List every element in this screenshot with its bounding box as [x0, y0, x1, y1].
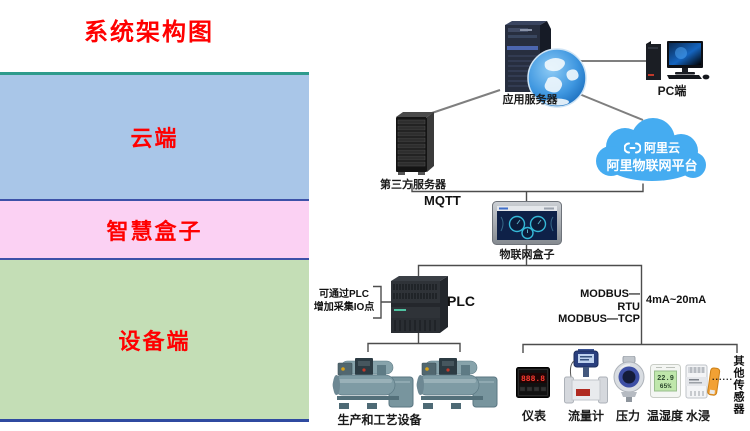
flow-meter-icon — [564, 349, 608, 404]
layer-band-smartbox: 智慧盒子 — [0, 201, 309, 260]
app-server-label: 应用服务器 — [502, 94, 558, 106]
sensor-label-pressure: 压力 — [615, 409, 640, 423]
layer-label-device: 设备端 — [118, 328, 191, 354]
pc-icon — [646, 41, 710, 80]
other-sensors-dots: ...... — [712, 372, 734, 382]
production-equipment-icon — [332, 357, 498, 410]
modbus-rtu-label: MODBUS—RTU — [580, 288, 640, 313]
temp-humidity-sensor-icon: 22.9 65% — [650, 364, 681, 398]
sensor-label-temphum: 温湿度 — [646, 409, 683, 423]
th-temp-reading: 22.9 — [657, 375, 674, 383]
third-party-server-label: 第三方服务器 — [380, 179, 446, 191]
modbus-tcp-label: MODBUS—TCP — [558, 313, 640, 325]
sensor-label-flow: 流量计 — [567, 409, 604, 423]
page-title: 系统架构图 — [84, 19, 214, 46]
aliyun-logo-icon — [623, 142, 641, 153]
app-server-icon — [505, 21, 587, 108]
aliyun-platform-label: 阿里物联网平台 — [606, 158, 698, 173]
sensors-bracket — [522, 343, 738, 353]
third-party-server-icon — [396, 112, 434, 175]
iot-box-label: 物联网盒子 — [499, 249, 555, 261]
plc-note-line2: 增加采集IO点 — [313, 301, 375, 313]
plc-label: PLC — [447, 293, 475, 309]
modbus-label: MODBUS—RTU MODBUS—TCP — [558, 288, 640, 326]
layer-band-device: 设备端 — [0, 260, 309, 422]
plc-note: 可通过PLC 增加采集IO点 — [313, 289, 375, 314]
layer-band-cloud: 云端 — [0, 72, 309, 201]
aliyun-brand-row: 阿里云 — [600, 139, 704, 156]
water-leak-sensor-icon — [685, 364, 721, 399]
other-sensors-label: 其他传感器 — [732, 355, 744, 415]
current-range-label: 4mA~20mA — [646, 294, 707, 306]
panel-meter-icon: 888.8 — [516, 367, 550, 398]
iot-box-icon — [492, 201, 562, 245]
th-humidity-reading: 65% — [660, 383, 672, 390]
plc-icon — [391, 276, 448, 333]
mqtt-label: MQTT — [424, 193, 461, 208]
production-label: 生产和工艺设备 — [337, 413, 422, 427]
pressure-sensor-icon — [613, 356, 645, 402]
pc-label: PC端 — [657, 84, 687, 98]
meter-reading: 888.8 — [521, 375, 545, 384]
layer-label-cloud: 云端 — [130, 126, 179, 151]
aliyun-brand-label: 阿里云 — [643, 141, 680, 155]
sensor-label-meter: 仪表 — [521, 409, 546, 423]
aliyun-cloud-icon — [596, 118, 706, 181]
plc-note-line1: 可通过PLC — [319, 289, 369, 300]
sensor-label-water: 水浸 — [685, 409, 710, 423]
layer-label-smartbox: 智慧盒子 — [106, 218, 203, 244]
